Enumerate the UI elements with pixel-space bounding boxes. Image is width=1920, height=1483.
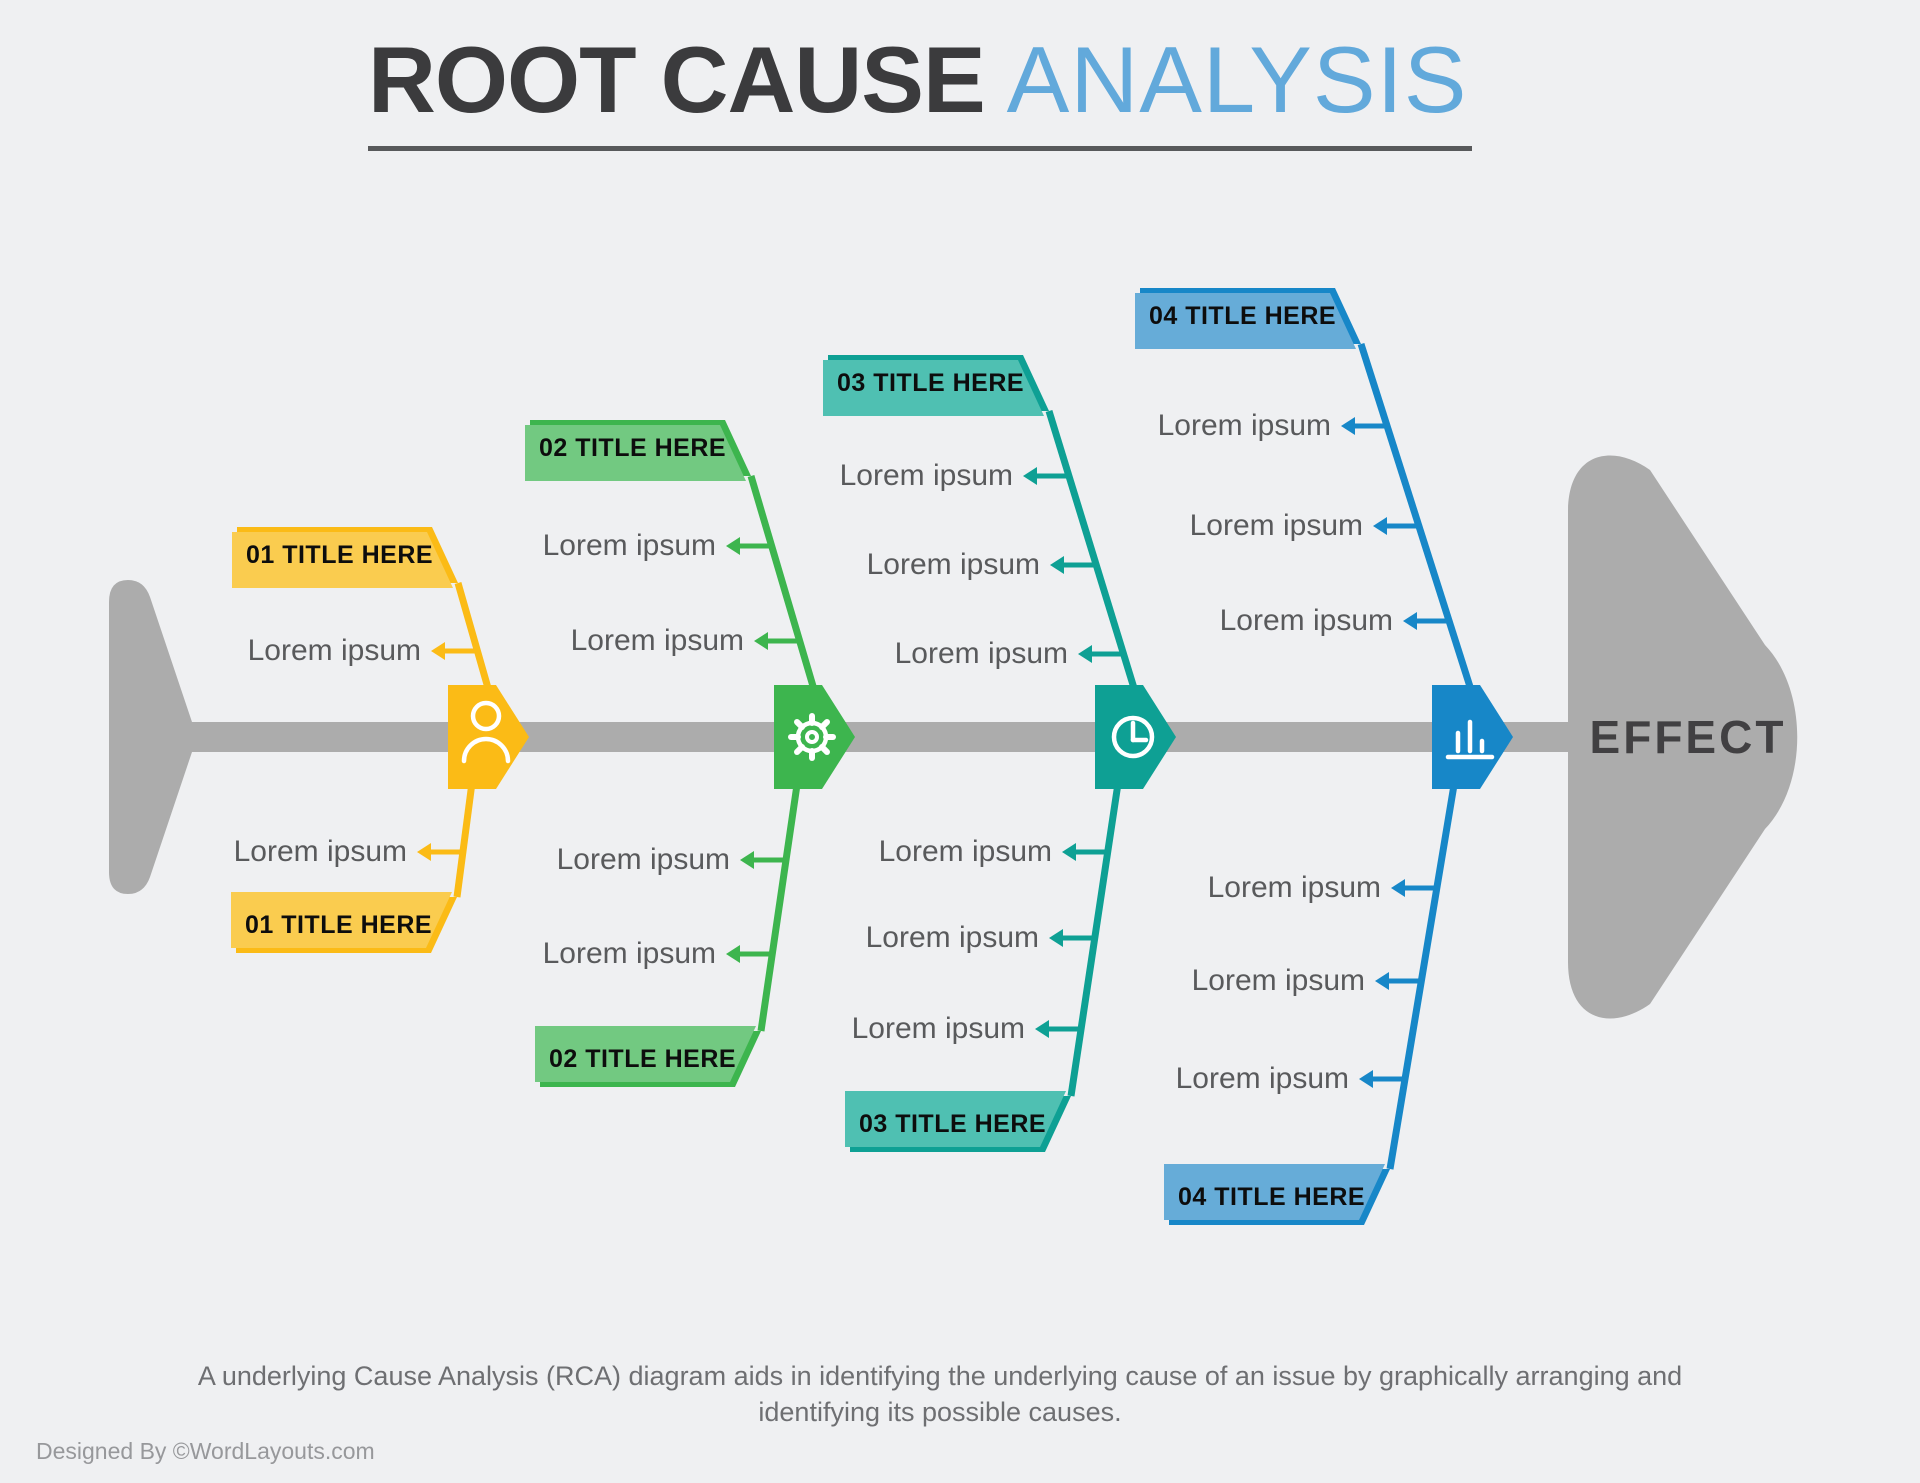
section-title: 01 TITLE HERE <box>245 541 434 569</box>
section-title: 01 TITLE HERE <box>244 911 433 939</box>
clock-icon <box>1111 715 1155 759</box>
box-fill <box>525 425 746 481</box>
box-fill <box>231 892 452 948</box>
spine <box>180 722 1610 752</box>
fish-tail <box>109 580 192 894</box>
section-04-title-box-bottom: 04 TITLE HERE <box>1164 1164 1390 1225</box>
section-title: 03 TITLE HERE <box>858 1110 1047 1138</box>
cause-item: Lorem ipsum <box>894 637 1068 670</box>
person-icon <box>461 700 511 764</box>
section-title: 04 TITLE HERE <box>1177 1183 1366 1211</box>
section-title: 04 TITLE HERE <box>1148 302 1337 330</box>
section-01-title-box-top: 01 TITLE HERE <box>232 527 458 588</box>
cause-item: Lorem ipsum <box>1207 871 1381 904</box>
box-fill <box>232 532 453 588</box>
page-title: ROOT CAUSE ANALYSIS <box>368 30 1467 130</box>
description-line-1: A underlying Cause Analysis (RCA) diagra… <box>197 1361 1683 1391</box>
section-04-title-box-top: 04 TITLE HERE <box>1135 288 1361 349</box>
cause-item: Lorem ipsum <box>878 835 1052 868</box>
cause-item: Lorem ipsum <box>233 835 407 868</box>
connectors-section-04 <box>1341 417 1451 1088</box>
section-03-title-box-top: 03 TITLE HERE <box>823 355 1049 416</box>
cause-item: Lorem ipsum <box>865 921 1039 954</box>
effect-label: EFFECT <box>1589 711 1787 763</box>
cause-item: Lorem ipsum <box>542 937 716 970</box>
section-02-title-box-bottom: 02 TITLE HERE <box>535 1026 761 1087</box>
bone-03-bottom <box>1067 736 1129 1097</box>
box-fill <box>1135 293 1356 349</box>
cause-item: Lorem ipsum <box>247 634 421 667</box>
cause-item: Lorem ipsum <box>866 548 1040 581</box>
effect-arrow <box>1568 455 1798 1019</box>
cause-item: Lorem ipsum <box>1175 1062 1349 1095</box>
badge-03 <box>1095 685 1176 789</box>
bar-chart-icon <box>1445 719 1495 760</box>
cause-item: Lorem ipsum <box>1219 604 1393 637</box>
section-01-title-box-bottom: 01 TITLE HERE <box>231 892 457 953</box>
title-underline <box>368 146 1472 151</box>
bone-04-bottom <box>1386 736 1466 1170</box>
section-03-title-box-bottom: 03 TITLE HERE <box>845 1091 1071 1152</box>
description-line-2: identifying its possible causes. <box>758 1397 1122 1427</box>
section-02-title-box-top: 02 TITLE HERE <box>525 420 751 481</box>
box-fill <box>1164 1164 1385 1220</box>
cause-item: Lorem ipsum <box>1189 509 1363 542</box>
gear-icon <box>788 713 836 761</box>
cause-item: Lorem ipsum <box>1157 409 1331 442</box>
section-title: 02 TITLE HERE <box>538 434 727 462</box>
title-analysis: ANALYSIS <box>1006 27 1468 132</box>
cause-item: Lorem ipsum <box>839 459 1013 492</box>
bone-04-top <box>1357 342 1490 739</box>
connectors-section-01 <box>417 642 479 861</box>
box-fill <box>845 1091 1066 1147</box>
connectors-section-03 <box>1023 467 1126 1038</box>
cause-item: Lorem ipsum <box>851 1012 1025 1045</box>
section-title: 02 TITLE HERE <box>548 1045 737 1073</box>
badge-04 <box>1432 685 1513 789</box>
box-fill <box>823 360 1044 416</box>
description: A underlying Cause Analysis (RCA) diagra… <box>160 1358 1720 1430</box>
footer-credit: Designed By ©WordLayouts.com <box>36 1438 375 1464</box>
section-title: 03 TITLE HERE <box>836 369 1025 397</box>
cause-item: Lorem ipsum <box>1191 964 1365 997</box>
bone-03-top <box>1045 409 1153 739</box>
badge-02 <box>774 685 855 789</box>
connectors-section-02 <box>726 537 802 963</box>
cause-item: Lorem ipsum <box>556 843 730 876</box>
cause-item: Lorem ipsum <box>570 624 744 657</box>
box-fill <box>535 1026 756 1082</box>
cause-item: Lorem ipsum <box>542 529 716 562</box>
title-root-cause: ROOT CAUSE <box>368 27 986 132</box>
